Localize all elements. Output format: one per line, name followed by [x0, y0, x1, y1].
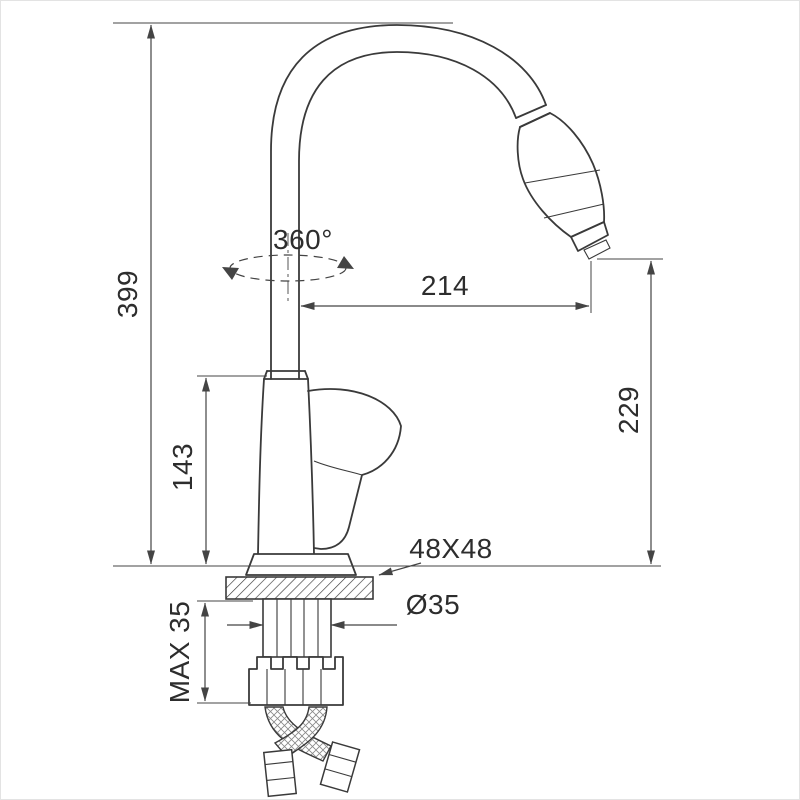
dim-label-base-size: 48X48 — [409, 533, 492, 564]
dim-label-body-height: 143 — [167, 443, 198, 491]
extension-lines — [113, 22, 661, 567]
dim-label-max-deck-thickness: MAX 35 — [164, 601, 195, 704]
dim-base-size: 48X48 — [378, 533, 492, 576]
mounting-shank — [262, 598, 332, 658]
hose-fitting-left — [262, 748, 298, 798]
dim-label-outlet-height: 229 — [613, 386, 644, 434]
spray-nozzle — [570, 221, 609, 252]
spout-outer-edge — [270, 24, 547, 380]
dim-total-height: 399 — [112, 24, 155, 565]
dim-swivel: 360° — [222, 224, 354, 303]
dim-outlet-height: 229 — [597, 258, 663, 565]
supply-hoses — [262, 706, 361, 798]
dim-max-deck-thickness: MAX 35 — [164, 600, 253, 704]
lever-handle — [307, 388, 402, 550]
dim-label-total-height: 399 — [112, 270, 143, 318]
dim-hole-diameter: Ø35 — [227, 589, 460, 629]
mixer-body — [257, 370, 402, 555]
dim-body-height: 143 — [167, 375, 267, 565]
base-flange — [245, 553, 357, 576]
deck-plate-hatched — [225, 576, 374, 600]
spout-inner-edge — [298, 51, 517, 380]
dim-label-swivel: 360° — [273, 224, 333, 255]
dim-label-spout-reach: 214 — [421, 270, 469, 301]
dim-spout-reach: 214 — [300, 261, 592, 313]
hose-fitting-right — [319, 741, 361, 793]
spray-head — [515, 104, 611, 260]
mounting-nut — [248, 656, 344, 706]
faucet-body-group — [225, 24, 611, 798]
swivel-arrow-right — [337, 256, 354, 269]
dim-label-hole-diameter: Ø35 — [406, 589, 460, 620]
swivel-arrow-left — [222, 267, 239, 280]
